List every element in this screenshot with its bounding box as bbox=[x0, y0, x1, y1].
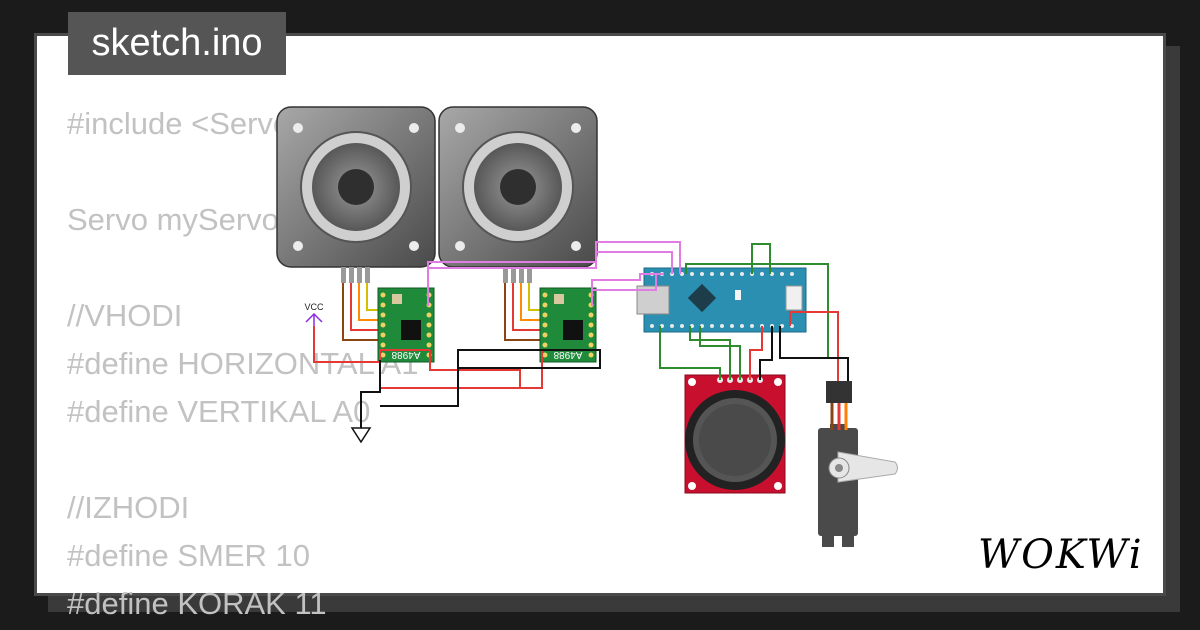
driver-label: A4988 bbox=[391, 349, 420, 360]
wokwi-logo: WOKWi bbox=[978, 528, 1153, 583]
code-line: #define KORAK 11 bbox=[67, 586, 327, 621]
code-line: #define SMER 10 bbox=[67, 538, 310, 573]
vcc-label: VCC bbox=[304, 302, 324, 312]
vcc-symbol: VCC bbox=[304, 302, 324, 326]
ground-symbol bbox=[350, 427, 372, 444]
code-line: //IZHODI bbox=[67, 490, 190, 525]
stepper-motor-1[interactable] bbox=[276, 106, 436, 283]
wires bbox=[313, 241, 849, 430]
motor-wires bbox=[342, 283, 542, 341]
servo-motor[interactable] bbox=[818, 381, 898, 547]
file-tab[interactable]: sketch.ino bbox=[68, 12, 286, 75]
logo-text: WOKWi bbox=[978, 532, 1144, 578]
driver-label: A4988 bbox=[553, 349, 582, 360]
stepper-motor-2[interactable] bbox=[438, 106, 598, 283]
code-line: //VHODI bbox=[67, 298, 183, 333]
analog-joystick[interactable] bbox=[684, 374, 786, 494]
arduino-nano[interactable] bbox=[636, 267, 807, 333]
code-line: #define VERTIKAL A0 bbox=[67, 394, 371, 429]
code-line: Servo myServo; bbox=[67, 202, 288, 237]
